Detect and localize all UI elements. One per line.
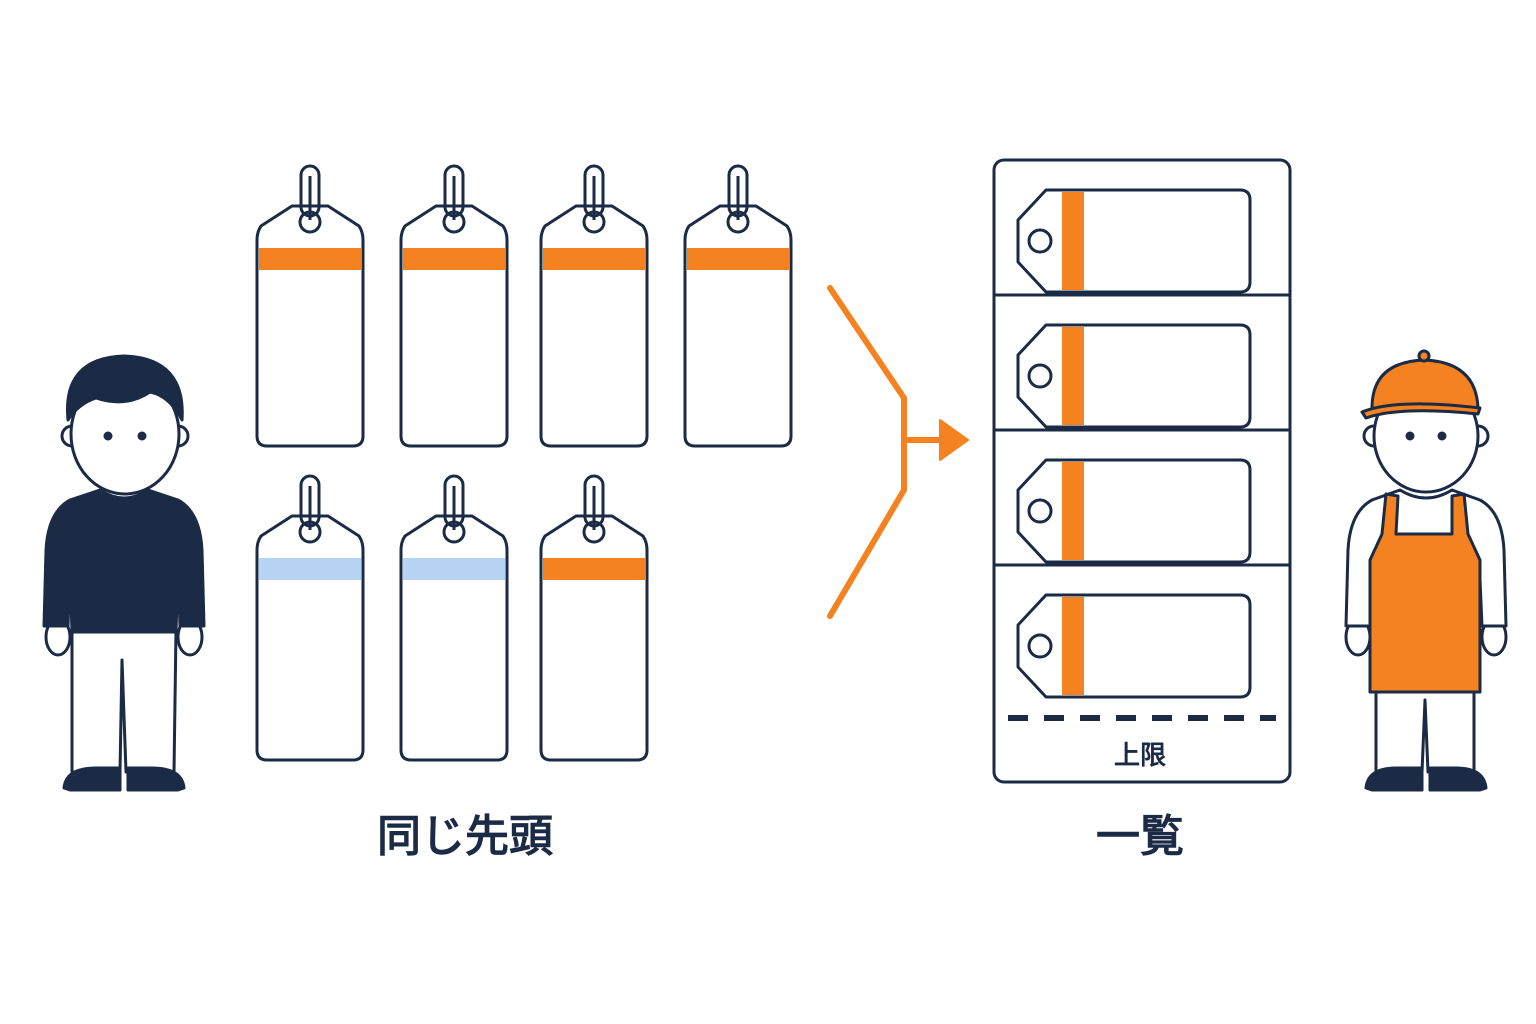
tag-grid: [255, 164, 793, 762]
list-row: [1016, 188, 1252, 294]
limit-label: 上限: [1113, 741, 1166, 771]
list-row: [994, 563, 1290, 699]
left-caption: 同じ先頭: [377, 811, 553, 862]
list-row: [994, 428, 1290, 564]
price-tag-icon: [539, 164, 649, 448]
price-tag-icon: [255, 164, 365, 448]
price-tag-icon: [1016, 188, 1252, 294]
staff-person-icon: [1344, 349, 1508, 792]
price-tag-icon: [1016, 593, 1252, 699]
customer-person-icon: [42, 354, 206, 792]
tag-list-board: [992, 158, 1292, 784]
right-caption: 一覧: [1096, 811, 1184, 862]
list-row: [994, 293, 1290, 429]
price-tag-icon: [399, 164, 509, 448]
price-tag-icon: [1016, 458, 1252, 564]
price-tag-icon: [255, 474, 365, 762]
price-tag-icon: [1016, 323, 1252, 429]
merge-arrow-icon: [827, 285, 969, 619]
price-tag-icon: [399, 474, 509, 762]
price-tag-icon: [683, 164, 793, 448]
price-tag-icon: [539, 474, 649, 762]
